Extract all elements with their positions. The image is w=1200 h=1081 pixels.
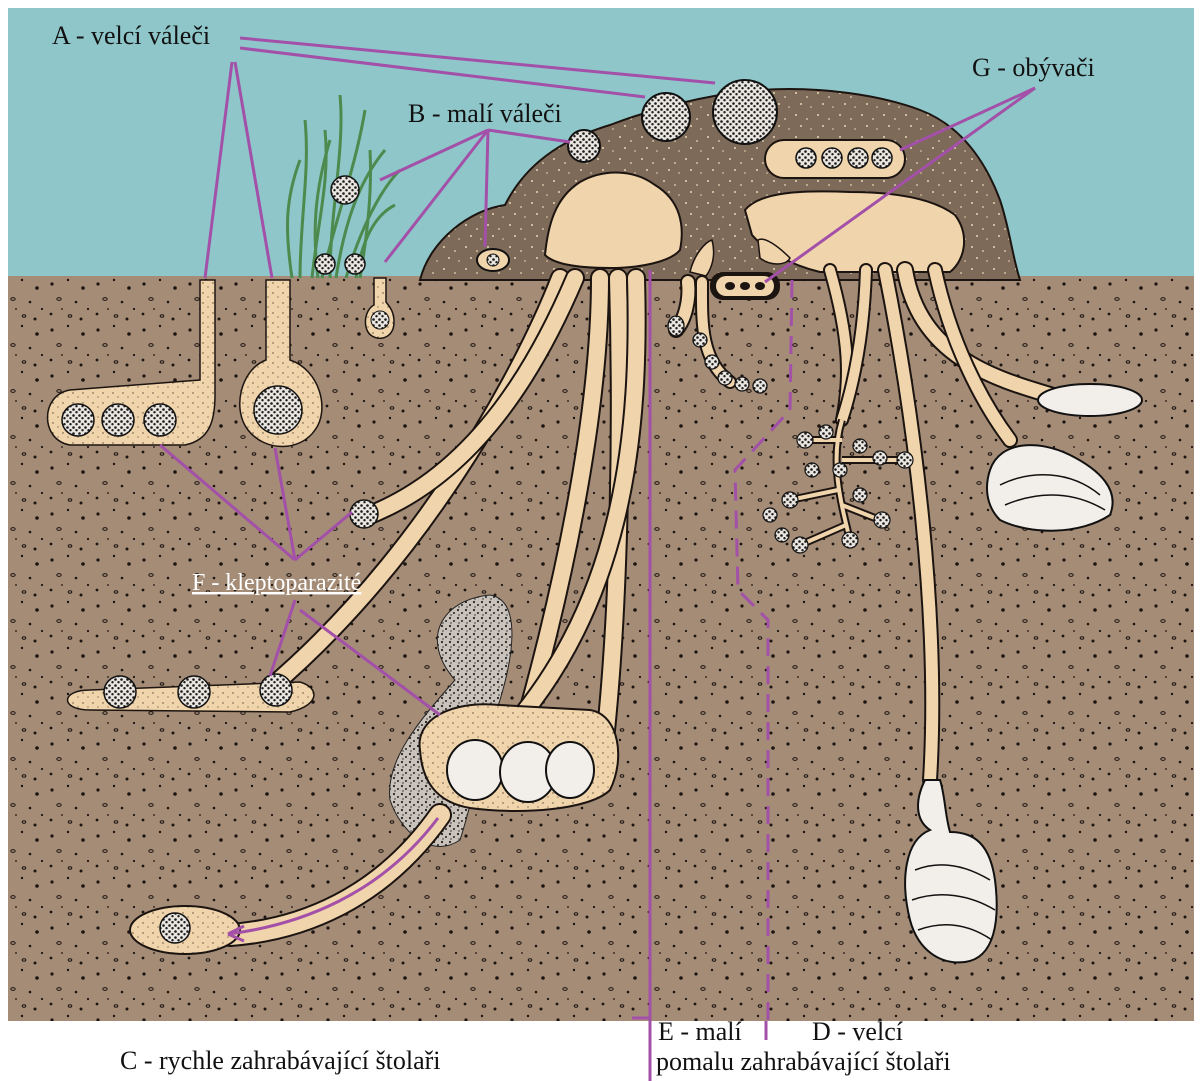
label-small-rollers: B - malí váleči (408, 99, 562, 128)
label-fast-tunnelers: C - rychle zahrabávající štolaři (120, 1046, 441, 1075)
big-roller-ball-1 (713, 80, 777, 144)
small-roller-ball-dung (568, 130, 600, 162)
label-big-rollers: A - velcí váleči (52, 21, 210, 50)
label-dwellers: G - obývači (972, 53, 1095, 82)
label-small-slow-tunnelers: E - malí (658, 1017, 742, 1046)
label-kleptoparasites: F - kleptoparazité (192, 570, 361, 596)
large-brood-sausage (1038, 384, 1142, 416)
big-roller-ball-2 (642, 93, 690, 141)
label-slow-tunnelers-caption: pomalu zahrabávající štolaři (656, 1047, 951, 1076)
label-large-slow-tunnelers: D - velcí (812, 1017, 903, 1046)
small-roller-ball-grass (331, 176, 359, 204)
